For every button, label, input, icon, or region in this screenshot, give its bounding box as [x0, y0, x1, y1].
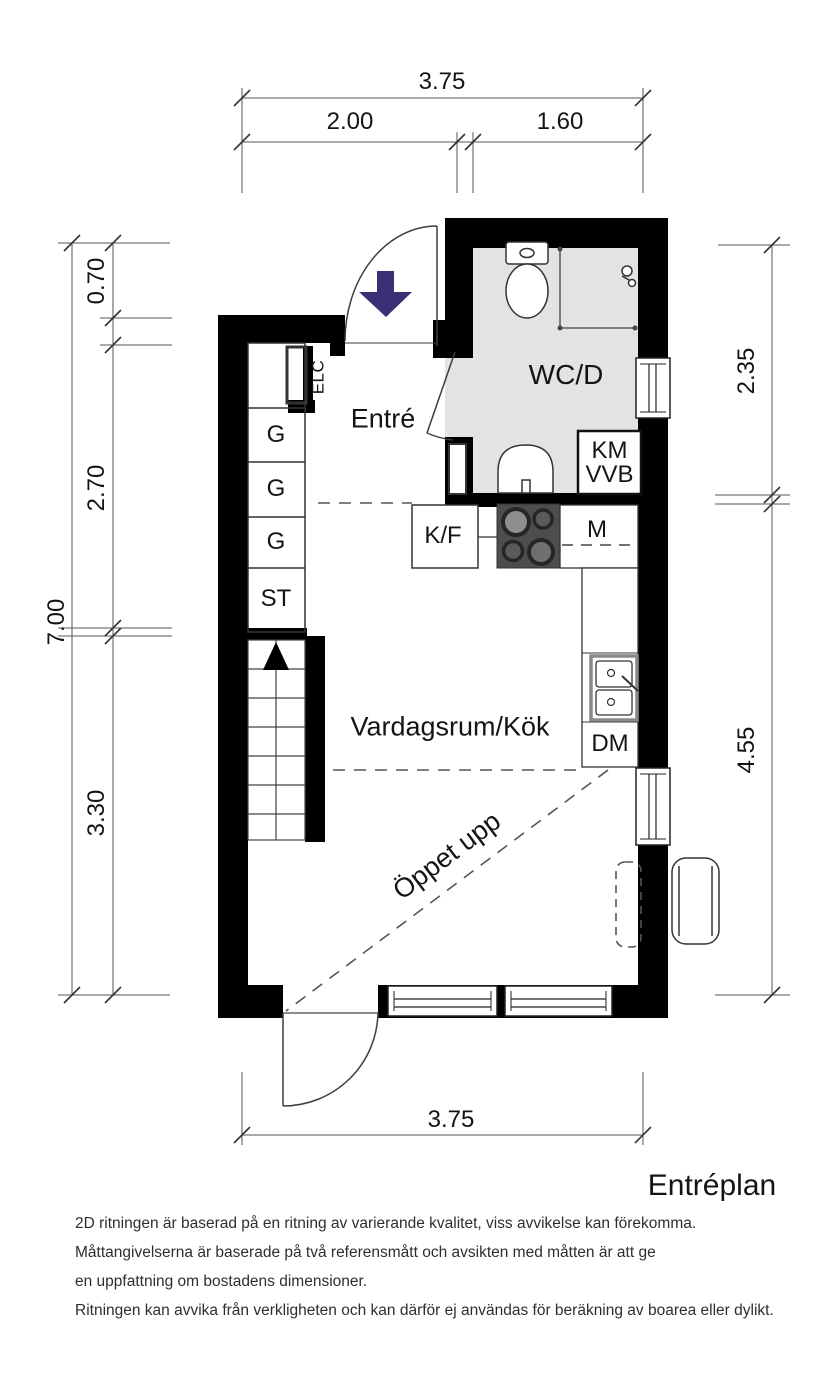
km-label: KM [591, 436, 628, 464]
disclaimer-line-3: en uppfattning om bostadens dimensioner. [75, 1273, 368, 1290]
dim-left-upper: 0.70 [83, 257, 110, 305]
dim-right-upper: 2.35 [733, 347, 760, 395]
vvb-label: VVB [585, 460, 634, 488]
plan-title: Entréplan [647, 1169, 777, 1202]
km-vvb-box [576, 429, 643, 496]
bathroom-sink-icon [497, 444, 554, 494]
stove-icon [496, 503, 561, 569]
kitchen-fixtures [411, 503, 639, 768]
dashed-separators [285, 502, 642, 1012]
dim-bottom-total: 3.75 [427, 1106, 475, 1133]
dim-left-total: 7.00 [43, 598, 70, 646]
room-label-wc: WC/D [528, 359, 604, 390]
windows [387, 357, 671, 1017]
dim-right-lower: 4.55 [733, 726, 760, 774]
shower-mixer-icon [621, 265, 637, 288]
km-vvb-labels: KM VVB [578, 431, 641, 494]
entrance-arrow-icon [359, 271, 412, 317]
room-label-entre: Entré [350, 403, 416, 434]
heat-pump-outdoor-unit [671, 857, 720, 945]
wardrobe-label-1: G [266, 421, 286, 448]
shower-area [557, 246, 638, 331]
stairs [247, 639, 306, 841]
fridge-label-kf: K/F [424, 522, 462, 549]
dimension-lines [58, 88, 790, 1145]
elc-label: ELC [308, 359, 328, 395]
dim-left-lower: 3.30 [83, 789, 110, 837]
stairs-up-arrow-icon [263, 642, 289, 670]
doors [282, 225, 456, 1107]
dimension-ticks [63, 89, 781, 1144]
dim-top-right: 1.60 [536, 108, 584, 135]
counter-m [559, 504, 639, 569]
disclaimer-line-1: 2D ritningen är baserad på en ritning av… [75, 1215, 697, 1232]
walls [218, 218, 668, 1018]
wall-niche [448, 443, 467, 495]
wardrobe-label-3: G [266, 528, 286, 555]
open-to-above-line [285, 769, 609, 1012]
room-label-living: Vardagsrum/Kök [350, 711, 550, 742]
micro-label-m: M [587, 516, 607, 543]
fridge-freezer [411, 504, 479, 569]
kitchen-sink-icon [589, 654, 639, 722]
disclaimer-line-2: Måttangivelserna är baserade på två refe… [75, 1244, 656, 1261]
disclaimer-line-4: Ritningen kan avvika från verkligheten o… [75, 1302, 774, 1319]
dishwasher-label-dm: DM [591, 730, 629, 757]
ac-indoor-unit-dashed [615, 861, 642, 948]
dim-top-total: 3.75 [418, 68, 466, 95]
dim-top-left: 2.00 [326, 108, 374, 135]
door-opening-bottom [283, 985, 378, 1018]
closets [247, 342, 308, 633]
wardrobe-label-2: G [266, 475, 286, 502]
dim-left-middle: 2.70 [83, 464, 110, 512]
bathroom-fixtures [497, 241, 643, 496]
toilet-icon [505, 241, 549, 319]
storage-label-st: ST [260, 585, 292, 612]
